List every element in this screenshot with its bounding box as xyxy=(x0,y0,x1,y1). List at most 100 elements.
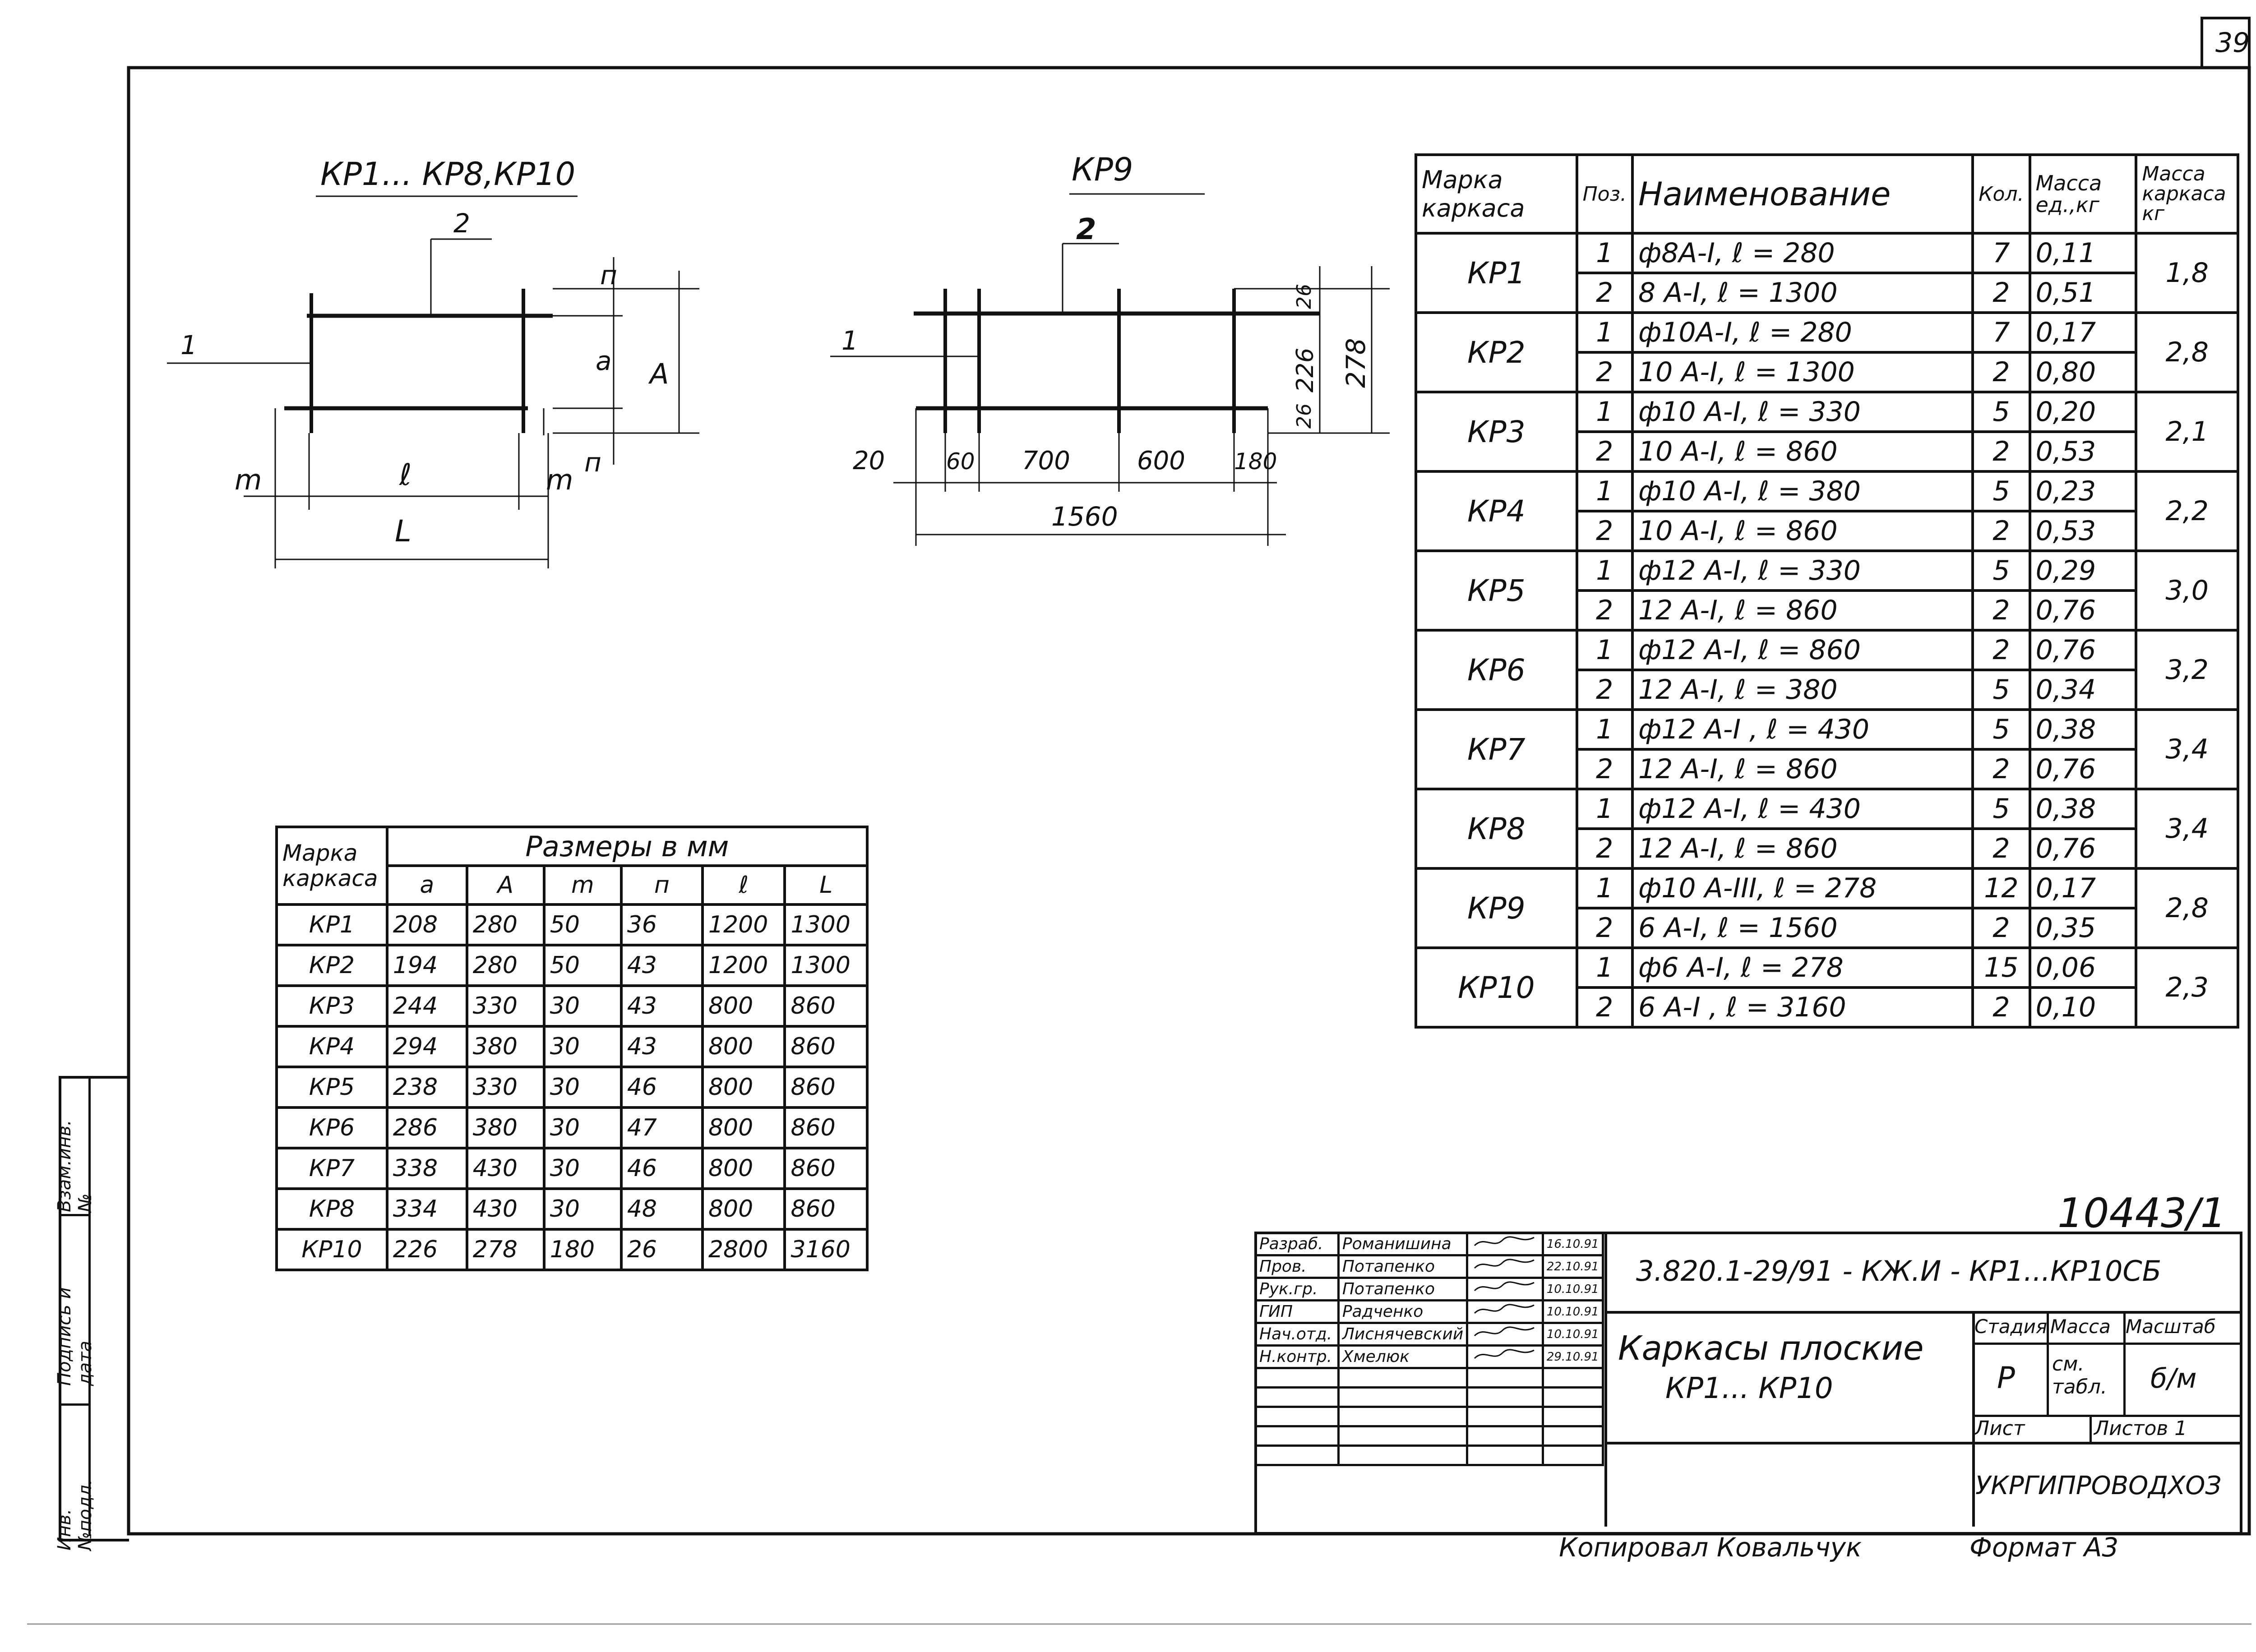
spec-qty: 2 xyxy=(1971,589,2031,632)
spec-header-mark: Марка каркаса xyxy=(1415,153,1578,235)
dim-value: 244 xyxy=(385,984,468,1028)
spec-qty: 2 xyxy=(1971,430,2031,473)
spec-pos: 1 xyxy=(1575,232,1634,274)
people-sign xyxy=(1466,1254,1544,1279)
sketch2-226: 226 xyxy=(1292,348,1319,392)
spec-header-frame-mass: Масса каркаса кг xyxy=(2135,153,2239,235)
spec-name: 12 А-I, ℓ = 860 xyxy=(1631,827,1974,870)
spec-mark: КР9 xyxy=(1415,867,1578,949)
people-date: 22.10.91 xyxy=(1541,1254,1604,1279)
spec-name: ф6 А-I, ℓ = 278 xyxy=(1631,946,1974,989)
sketch2-180: 180 xyxy=(1234,448,1277,475)
people-row xyxy=(1254,1386,1604,1408)
dim-value: 278 xyxy=(465,1228,546,1271)
dim-value: 46 xyxy=(619,1147,704,1190)
scale-label: Масштаб xyxy=(2126,1315,2216,1338)
people-name: Радченко xyxy=(1337,1299,1469,1324)
people-date xyxy=(1541,1386,1604,1408)
people-row xyxy=(1254,1425,1604,1447)
dim-value: 48 xyxy=(619,1187,704,1231)
people-sign xyxy=(1466,1322,1544,1347)
spec-header-unit-mass: Масса ед.,кг xyxy=(2028,153,2138,235)
dim-value: 238 xyxy=(385,1066,468,1109)
signature-icon xyxy=(1474,1349,1535,1359)
people-sign xyxy=(1466,1232,1544,1256)
people-name: Хмелюк xyxy=(1337,1344,1469,1369)
spec-qty: 2 xyxy=(1971,748,2031,790)
spec-frame-mass: 3,4 xyxy=(2135,708,2239,790)
sketch1-a: а xyxy=(596,346,612,376)
spec-qty: 2 xyxy=(1971,510,2031,552)
dim-value: 226 xyxy=(385,1228,468,1271)
spec-mass: 0,11 xyxy=(2028,232,2138,274)
spec-qty: 2 xyxy=(1971,351,2031,393)
spec-pos: 1 xyxy=(1575,788,1634,830)
people-name xyxy=(1337,1386,1469,1408)
dim-value: 36 xyxy=(619,903,704,946)
dim-value: 43 xyxy=(619,984,704,1028)
stage-value: Р xyxy=(1997,1361,2015,1395)
dim-mark: КР6 xyxy=(275,1106,388,1149)
dim-header-mark: Марка каркаса xyxy=(275,826,388,906)
dim-col-header: ℓ xyxy=(701,864,786,906)
dim-value: 1200 xyxy=(701,903,786,946)
spec-name: 6 А-I , ℓ = 3160 xyxy=(1631,986,1974,1029)
sketch1-n-bot: п xyxy=(584,447,601,478)
spec-mark: КР5 xyxy=(1415,549,1578,632)
dim-value: 330 xyxy=(465,1066,546,1109)
spec-name: ф12 А-I, ℓ = 430 xyxy=(1631,788,1974,830)
people-role xyxy=(1254,1367,1340,1389)
side-stamp-vzam: Взам.инв.№ xyxy=(54,1120,96,1212)
people-role: Нач.отд. xyxy=(1254,1322,1340,1347)
people-date xyxy=(1541,1444,1604,1466)
spec-mark: КР1 xyxy=(1415,232,1578,314)
people-name: Лиснячевский xyxy=(1337,1322,1469,1347)
dim-value: 26 xyxy=(619,1228,704,1271)
spec-mass: 0,34 xyxy=(2028,669,2138,711)
people-date xyxy=(1541,1367,1604,1389)
dim-value: 330 xyxy=(465,984,546,1028)
sketch2-pos1: 1 xyxy=(841,325,858,356)
people-sign xyxy=(1466,1299,1544,1324)
people-sign xyxy=(1466,1444,1544,1466)
dim-value: 286 xyxy=(385,1106,468,1149)
spec-name: ф8А-I, ℓ = 280 xyxy=(1631,232,1974,274)
spec-mark: КР10 xyxy=(1415,946,1578,1029)
spec-mass: 0,35 xyxy=(2028,907,2138,949)
dim-value: 3160 xyxy=(783,1228,869,1271)
dim-value: 180 xyxy=(542,1228,623,1271)
spec-name: 10 А-I, ℓ = 860 xyxy=(1631,430,1974,473)
spec-mass: 0,23 xyxy=(2028,470,2138,512)
spec-name: 12 А-I, ℓ = 860 xyxy=(1631,589,1974,632)
sketch2-20: 20 xyxy=(853,446,885,475)
footer-format: Формат А3 xyxy=(1969,1532,2118,1563)
dim-col-header: А xyxy=(465,864,546,906)
spec-pos: 2 xyxy=(1575,827,1634,870)
sketch2-278: 278 xyxy=(1341,338,1371,388)
sketch2-60: 60 xyxy=(946,448,975,475)
people-name xyxy=(1337,1367,1469,1389)
dim-col-header: L xyxy=(783,864,869,906)
spec-name: 12 А-I, ℓ = 380 xyxy=(1631,669,1974,711)
people-role: Разраб. xyxy=(1254,1232,1340,1256)
drawing-frame xyxy=(127,66,2251,1536)
people-name xyxy=(1337,1406,1469,1427)
spec-pos: 1 xyxy=(1575,867,1634,909)
spec-pos: 2 xyxy=(1575,510,1634,552)
spec-frame-mass: 2,8 xyxy=(2135,867,2239,949)
spec-qty: 2 xyxy=(1971,907,2031,949)
dim-mark: КР2 xyxy=(275,944,388,987)
dim-value: 800 xyxy=(701,1187,786,1231)
dim-value: 2800 xyxy=(701,1228,786,1271)
people-sign xyxy=(1466,1367,1544,1389)
dim-mark: КР3 xyxy=(275,984,388,1028)
